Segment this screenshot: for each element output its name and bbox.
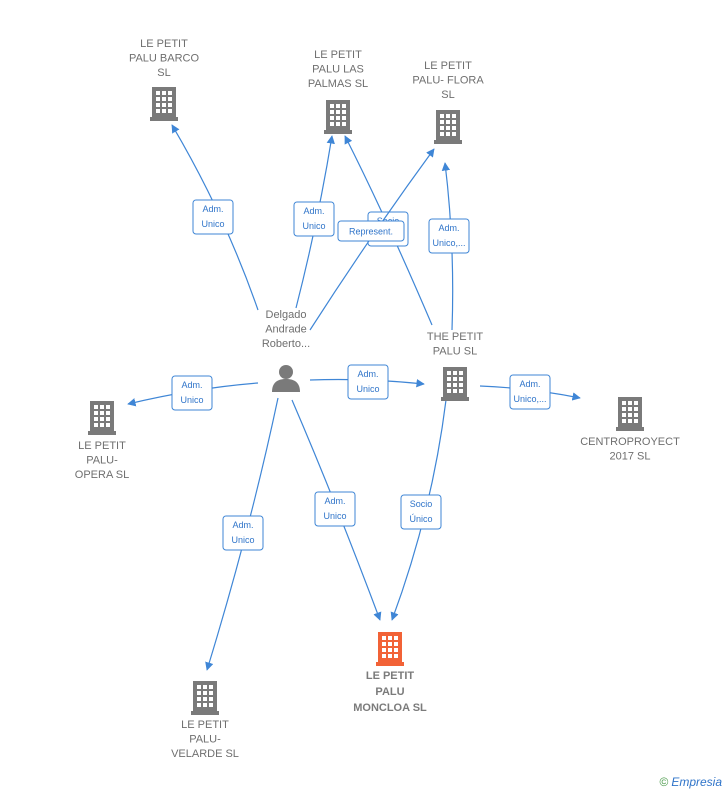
node-label: LE PETIT — [78, 440, 126, 452]
edge-delgado-barco: Adm. Unico — [171, 124, 259, 311]
edge-label-text: Unico — [302, 221, 325, 231]
node-label: Roberto... — [262, 338, 310, 350]
node-label: THE PETIT — [427, 331, 484, 343]
edge-label-box — [192, 199, 234, 235]
node-label: Andrade — [265, 324, 307, 336]
watermark: ©Empresia — [659, 775, 722, 789]
edge-label-box — [293, 201, 335, 237]
edge-label-text: Unico — [323, 511, 346, 521]
edge-label-box — [222, 515, 264, 551]
node-opera[interactable]: LE PETIT PALU- OPERA SL — [75, 401, 129, 481]
node-label: PALU — [375, 686, 404, 698]
building-icon — [441, 367, 469, 401]
edge-label-text: Socio — [410, 499, 433, 509]
node-label: PALU LAS — [312, 64, 364, 76]
node-velarde[interactable]: LE PETIT PALU- VELARDE SL — [171, 681, 239, 760]
edge-label-text: Adm. — [357, 369, 378, 379]
edge-label-box — [428, 218, 470, 254]
edge-label[interactable]: Represent. — [337, 220, 405, 242]
edge-label-text: Adm. — [519, 379, 540, 389]
edge-label-text: Adm. — [324, 496, 345, 506]
edge-thepetit-centro: Adm. Unico,... — [479, 374, 581, 410]
edge-label-text: Unico — [231, 535, 254, 545]
edge-label[interactable]: Adm. Unico,... — [509, 374, 551, 410]
edge-label-text: Unico,... — [513, 394, 546, 404]
edge-label-box — [400, 494, 442, 530]
node-barco[interactable]: LE PETIT PALU BARCO SL — [129, 38, 200, 121]
node-label: PALU- — [189, 734, 221, 746]
node-label: LE PETIT — [424, 60, 472, 72]
building-icon — [434, 110, 462, 144]
node-label: LE PETIT — [314, 49, 362, 61]
building-icon — [88, 401, 116, 435]
edge-thepetit-flora: Adm. Unico,... — [428, 162, 470, 331]
building-icon — [616, 397, 644, 431]
edge-label[interactable]: Adm. Unico — [192, 199, 234, 235]
edge-delgado-thepetit: Adm. Unico — [309, 364, 425, 400]
node-label: SL — [157, 67, 170, 79]
edge-label-text: Adm. — [232, 520, 253, 530]
node-label: PALU- — [86, 455, 118, 467]
edge-label-text: Único — [409, 514, 432, 524]
nodes-layer: LE PETIT PALU BARCO SL LE PETIT PALU LAS PALM… — [75, 38, 680, 760]
edge-label-text: Adm. — [181, 380, 202, 390]
edge-label-text: Adm. — [202, 204, 223, 214]
edge-label-text: Unico — [201, 219, 224, 229]
edge-label[interactable]: Adm. Unico — [222, 515, 264, 551]
node-label: SL — [441, 89, 454, 101]
edge-label-text: Adm. — [438, 223, 459, 233]
edge-label-text: Represent. — [349, 227, 393, 237]
person-icon — [272, 365, 300, 392]
edge-label-text: Unico,... — [432, 238, 465, 248]
edge-label-box — [337, 220, 405, 242]
node-centro[interactable]: CENTROPROYECT 2017 SL — [580, 397, 680, 463]
edge-delgado-moncloa: Adm. Unico — [291, 399, 382, 621]
node-label: PALU SL — [433, 346, 477, 358]
edge-delgado-opera: Adm. Unico — [127, 375, 259, 411]
node-label: PALU BARCO — [129, 53, 200, 65]
edge-label[interactable]: Adm. Unico — [171, 375, 213, 411]
node-flora[interactable]: LE PETIT PALU- FLORA SL — [412, 60, 484, 144]
node-delgado[interactable]: DelgadoAndradeRoberto... — [262, 309, 310, 392]
building-icon — [150, 87, 178, 121]
copyright-symbol: © — [659, 775, 669, 789]
brand-logo-text: Empresia — [671, 775, 722, 789]
edge-label[interactable]: Adm. Unico,... — [428, 218, 470, 254]
edge-label-box — [347, 364, 389, 400]
edge-label-text: Unico — [180, 395, 203, 405]
node-label: PALU- FLORA — [412, 75, 484, 87]
edge-label[interactable]: Adm. Unico — [347, 364, 389, 400]
edge-delgado-flora: Represent. — [309, 148, 435, 331]
edge-label[interactable]: Adm. Unico — [293, 201, 335, 237]
edge-label-text: Unico — [356, 384, 379, 394]
edge-label-box — [171, 375, 213, 411]
node-label: VELARDE SL — [171, 748, 239, 760]
node-label: PALMAS SL — [308, 78, 368, 90]
node-thepetit[interactable]: THE PETIT PALU SL — [427, 331, 484, 401]
building-icon — [324, 100, 352, 134]
building-icon — [376, 632, 404, 666]
node-label: LE PETIT — [366, 670, 415, 682]
edges-layer: Adm.UnicoAdm.UnicoSocioÚnicoRepresent.Ad… — [127, 124, 581, 671]
node-label: LE PETIT — [140, 38, 188, 50]
edge-label-text: Adm. — [303, 206, 324, 216]
building-icon — [191, 681, 219, 715]
edge-label-box — [509, 374, 551, 410]
edge-delgado-velarde: Adm. Unico — [205, 397, 279, 671]
node-label: MONCLOA SL — [353, 702, 427, 714]
edge-label-box — [314, 491, 356, 527]
node-moncloa[interactable]: LE PETIT PALU MONCLOA SL — [353, 632, 427, 714]
node-label: OPERA SL — [75, 469, 129, 481]
node-label: CENTROPROYECT — [580, 436, 680, 448]
node-label: Delgado — [266, 309, 307, 321]
node-palmas[interactable]: LE PETIT PALU LAS PALMAS SL — [308, 49, 368, 134]
edge-label[interactable]: Adm. Unico — [314, 491, 356, 527]
edge-delgado-palmas: Adm. Unico — [293, 135, 335, 309]
node-label: 2017 SL — [610, 451, 651, 463]
node-label: LE PETIT — [181, 719, 229, 731]
